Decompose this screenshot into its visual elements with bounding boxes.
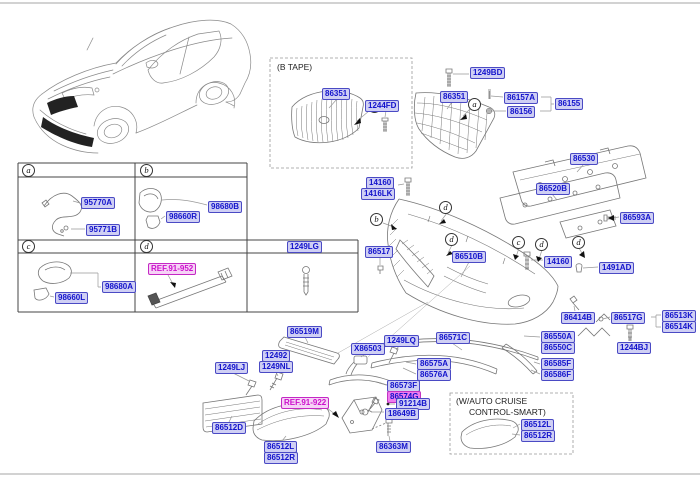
callout-marker-d: d (535, 238, 548, 251)
part-label-86550C[interactable]: 86550C (541, 342, 576, 354)
table-marker-c: c (22, 240, 35, 253)
cruise-box-sketch (449, 392, 574, 455)
callout-marker-d: d (445, 233, 458, 246)
car-illustration (32, 19, 252, 154)
part-label-14160-right[interactable]: 14160 (544, 256, 573, 268)
part-label-1249BD[interactable]: 1249BD (470, 67, 506, 79)
part-label-86519M[interactable]: 86519M (287, 326, 322, 338)
cruise-caption-line2: CONTROL-SMART) (469, 407, 546, 417)
table-marker-d: d (140, 240, 153, 253)
part-label-86157A[interactable]: 86157A (504, 92, 539, 104)
arrowheads (170, 114, 614, 418)
back-beam-sketch (499, 145, 647, 239)
part-label-98660R[interactable]: 98660R (166, 211, 201, 223)
bumper-cover-sketch (387, 198, 559, 325)
part-label-86571C[interactable]: 86571C (436, 332, 471, 344)
btape-box-sketch (269, 57, 413, 169)
callout-marker-a: a (468, 98, 481, 111)
part-label-1244BJ[interactable]: 1244BJ (617, 342, 652, 354)
side-parts-sketch (377, 177, 634, 375)
part-label-X86503[interactable]: X86503 (351, 343, 385, 355)
part-label-86351[interactable]: 86351 (440, 91, 469, 103)
part-label-86155[interactable]: 86155 (555, 98, 584, 110)
part-label-86514K[interactable]: 86514K (662, 321, 697, 333)
part-label-1249LJ[interactable]: 1249LJ (215, 362, 249, 374)
part-label-86363M[interactable]: 86363M (376, 441, 411, 453)
part-label-86520B[interactable]: 86520B (536, 183, 571, 195)
part-label-86156[interactable]: 86156 (507, 106, 536, 118)
part-label-1249LQ[interactable]: 1249LQ (384, 335, 419, 347)
ref-link-91-922[interactable]: REF.91-922 (281, 397, 330, 409)
part-label-1249LG[interactable]: 1249LG (287, 241, 322, 253)
part-label-1244FD[interactable]: 1244FD (365, 100, 400, 112)
part-label-86414B[interactable]: 86414B (561, 312, 596, 324)
leader-lines (49, 73, 661, 442)
part-label-95771B[interactable]: 95771B (86, 224, 121, 236)
table-marker-a: a (22, 164, 35, 177)
callout-marker-c: c (512, 236, 525, 249)
part-label-86510B[interactable]: 86510B (452, 251, 487, 263)
chrome-grille-sketch (413, 68, 496, 159)
part-label-91214B[interactable]: 91214B (396, 398, 431, 410)
callout-marker-d: d (439, 201, 452, 214)
part-label-98660L[interactable]: 98660L (55, 292, 89, 304)
part-label-1491AD[interactable]: 1491AD (599, 262, 635, 274)
part-label-86530[interactable]: 86530 (570, 153, 599, 165)
btape-caption: (B TAPE) (277, 62, 313, 72)
part-label-86512R[interactable]: 86512R (264, 452, 299, 464)
part-label-86586F[interactable]: 86586F (541, 369, 575, 381)
cruise-caption-line1: (W/AUTO CRUISE (456, 396, 528, 406)
part-label-98680B[interactable]: 98680B (208, 201, 243, 213)
ref-link-91-952[interactable]: REF.91-952 (148, 263, 197, 275)
part-label-18649B[interactable]: 18649B (385, 408, 420, 420)
parts-table (17, 162, 359, 313)
table-marker-b: b (140, 164, 153, 177)
part-label-1416LK[interactable]: 1416LK (361, 188, 396, 200)
part-label-86512R-cruise[interactable]: 86512R (521, 430, 556, 442)
table-cell-drawings (33, 188, 310, 309)
callout-marker-b: b (370, 213, 383, 226)
part-label-95770A[interactable]: 95770A (81, 197, 116, 209)
part-label-86593A[interactable]: 86593A (620, 212, 655, 224)
part-label-1249NL[interactable]: 1249NL (259, 361, 294, 373)
part-label-86351-btape[interactable]: 86351 (322, 88, 351, 100)
part-label-86512D[interactable]: 86512D (212, 422, 247, 434)
part-label-86517G[interactable]: 86517G (611, 312, 646, 324)
part-label-86576A[interactable]: 86576A (417, 369, 452, 381)
callout-marker-d: d (572, 236, 585, 249)
part-label-86517[interactable]: 86517 (365, 246, 394, 258)
part-label-98680A[interactable]: 98680A (102, 281, 137, 293)
